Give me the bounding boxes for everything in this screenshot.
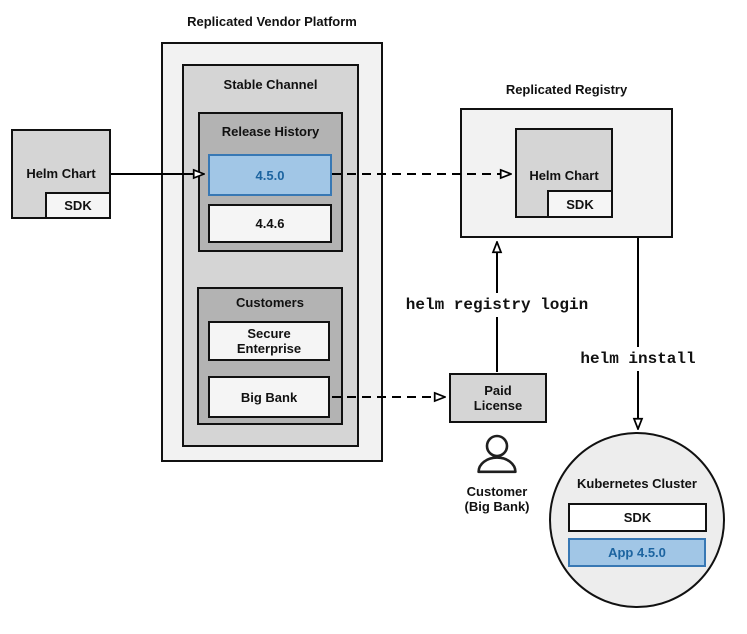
paid-license-box: Paid License	[449, 373, 547, 423]
customers-label: Customers	[236, 295, 304, 310]
customer-big-bank: Big Bank	[208, 376, 330, 418]
stable-channel-label: Stable Channel	[223, 77, 318, 92]
registry-helm-chart-label: Helm Chart	[529, 168, 599, 183]
helm-registry-login-command: helm registry login	[399, 293, 595, 317]
customer-secure-enterprise: Secure Enterprise	[208, 321, 330, 361]
release-4-5-0: 4.5.0	[208, 154, 332, 196]
source-sdk-box: SDK	[45, 192, 111, 219]
person-icon	[477, 434, 517, 474]
kubernetes-cluster-title: Kubernetes Cluster	[577, 476, 697, 491]
cluster-app-box: App 4.5.0	[568, 538, 706, 567]
cluster-sdk-box: SDK	[568, 503, 707, 532]
release-history-label: Release History	[221, 124, 320, 139]
registry-sdk-box: SDK	[547, 190, 613, 218]
helm-install-command: helm install	[574, 347, 702, 371]
registry-title: Replicated Registry	[505, 82, 628, 97]
source-helm-chart-label: Helm Chart	[26, 166, 96, 181]
customer-caption: Customer (Big Bank)	[464, 484, 530, 514]
vendor-platform-title: Replicated Vendor Platform	[187, 14, 357, 29]
release-4-4-6: 4.4.6	[208, 204, 332, 243]
